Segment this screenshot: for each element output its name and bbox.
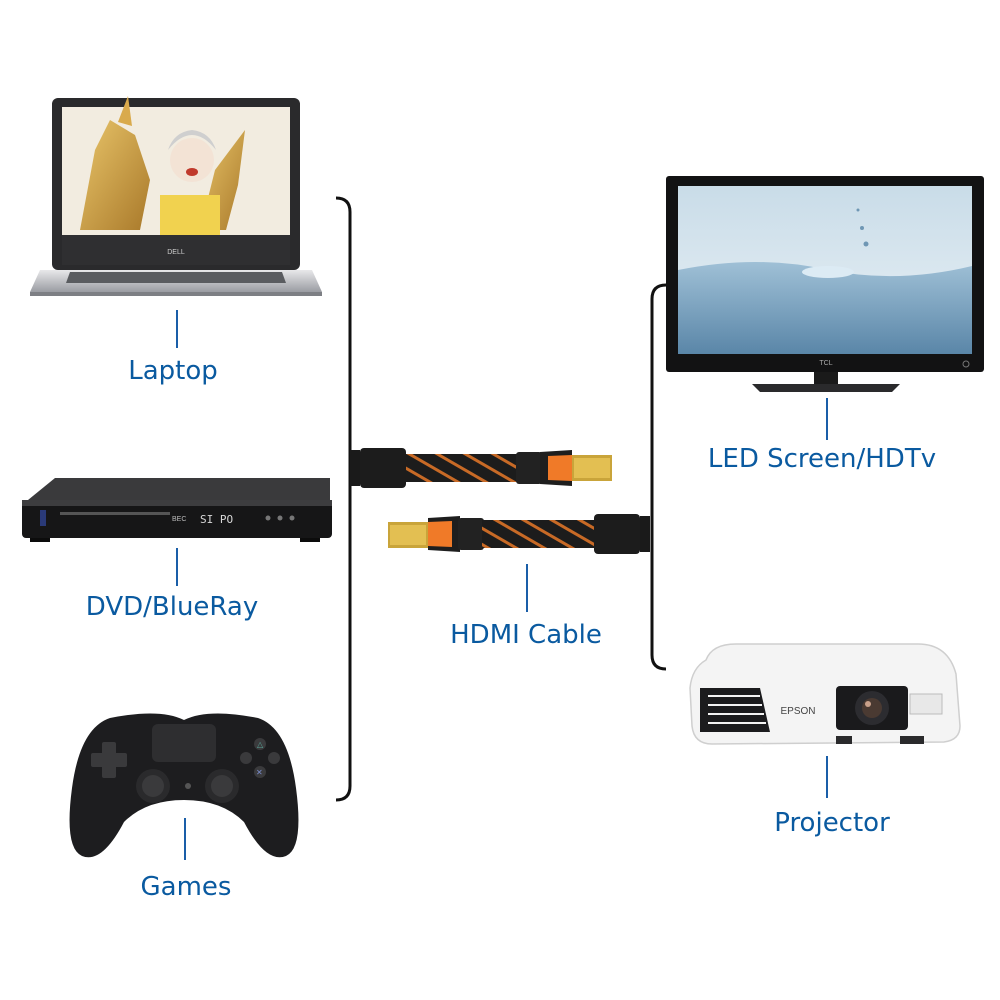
dvd-label: DVD/BlueRay [85, 592, 259, 622]
svg-text:✕: ✕ [256, 768, 263, 777]
dpad-icon [91, 742, 127, 778]
hdmi-cable-label: HDMI Cable [450, 620, 602, 650]
laptop-label: Laptop [128, 356, 218, 386]
tv-brand: TCL [819, 360, 832, 367]
projector-icon: EPSON [689, 643, 961, 745]
laptop-icon: DELL [30, 96, 322, 296]
hdmi-cable-upper-icon [350, 448, 612, 488]
games-connector-line [184, 818, 186, 860]
projector-connector-line [826, 756, 828, 798]
right-bracket [650, 283, 667, 671]
dvd-player-icon: BEC SI PO [22, 478, 332, 542]
tv-connector-line [826, 398, 828, 440]
laptop-connector-line [176, 310, 178, 348]
projector-label: Projector [774, 808, 890, 838]
dvd-brand: BEC [172, 516, 186, 523]
hdmi-cable-lower-icon [388, 514, 650, 554]
dvd-display: SI PO [200, 513, 233, 526]
laptop-brand: DELL [167, 249, 185, 256]
cable-connector-line [526, 564, 528, 612]
svg-text:△: △ [257, 740, 264, 749]
games-label: Games [140, 872, 232, 902]
dvd-connector-line [176, 548, 178, 586]
left-bracket [335, 196, 352, 802]
tv-icon: TCL [666, 176, 984, 392]
projector-brand: EPSON [780, 706, 815, 717]
tv-label: LED Screen/HDTv [707, 444, 937, 474]
gamepad-icon: △ ✕ [69, 713, 299, 858]
